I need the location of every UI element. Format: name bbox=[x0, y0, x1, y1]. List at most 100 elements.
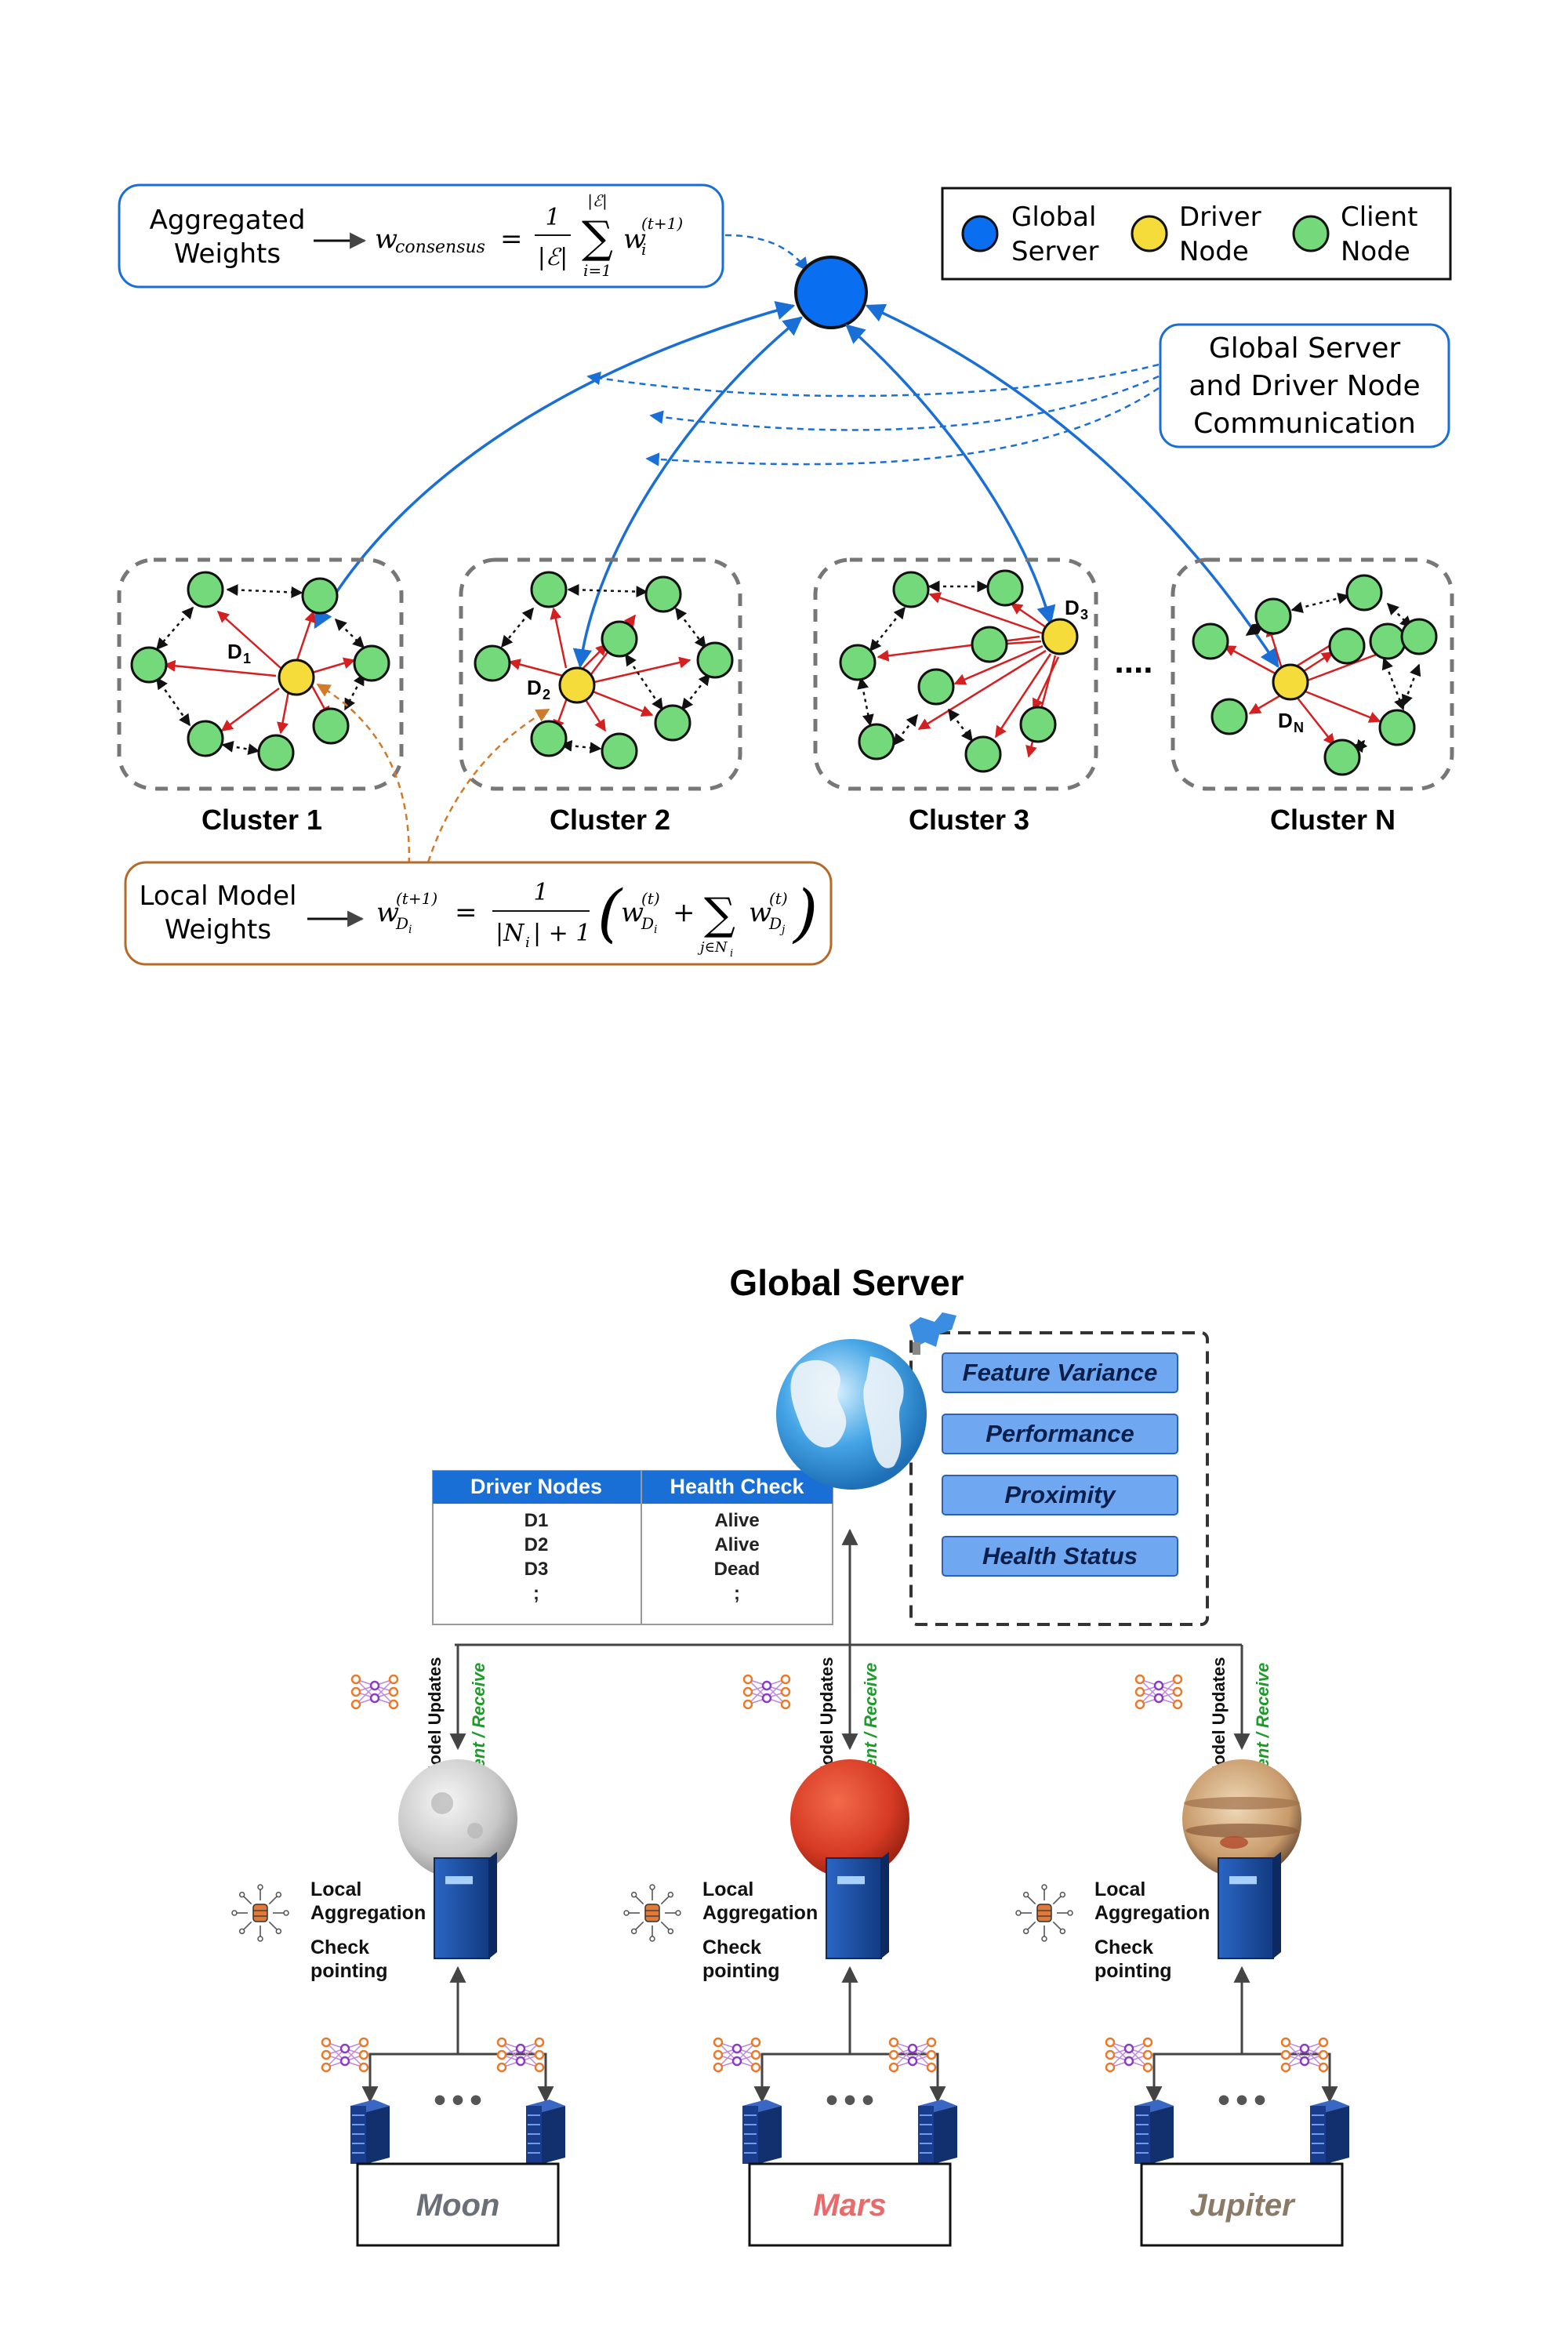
cluster-name: Jupiter bbox=[1189, 2188, 1296, 2223]
local-equals: = bbox=[455, 897, 477, 928]
table-cell-health: Dead bbox=[714, 1559, 760, 1580]
local-close-paren: ) bbox=[792, 877, 818, 949]
term-w: w bbox=[623, 223, 646, 255]
local-lhs: w bbox=[376, 897, 399, 928]
criteria-list: Feature VariancePerformanceProximityHeal… bbox=[942, 1352, 1178, 1577]
table-header-health: Health Check bbox=[670, 1475, 804, 1498]
check-label: Check bbox=[1094, 1936, 1153, 1958]
local-sum-lower-sub: i bbox=[730, 948, 733, 960]
cluster-1-driver: D bbox=[227, 640, 242, 663]
local-label: Local bbox=[1094, 1878, 1145, 1900]
comm-line-3: Communication bbox=[1193, 408, 1416, 440]
local-frac-den: |N bbox=[495, 920, 525, 947]
aggregated-label-1: Aggregated bbox=[150, 205, 306, 236]
check-label: Check bbox=[702, 1936, 761, 1958]
table-header-drivers: Driver Nodes bbox=[470, 1475, 602, 1498]
table-cell-health: Alive bbox=[714, 1510, 759, 1531]
criterion-box bbox=[942, 1536, 1178, 1577]
cluster-n: D N Cluster N bbox=[1171, 557, 1454, 836]
criterion-box bbox=[942, 1475, 1178, 1515]
comm-line-2: and Driver Node bbox=[1189, 370, 1420, 402]
criterion-label: Feature Variance bbox=[963, 1359, 1158, 1386]
cluster-name: Moon bbox=[416, 2188, 500, 2223]
cluster-3-driver-sub: 3 bbox=[1080, 607, 1088, 622]
cluster-1: D 1 Cluster 1 bbox=[117, 557, 404, 836]
cluster-2-driver: D bbox=[527, 676, 542, 699]
aggregation-label: Aggregation bbox=[310, 1902, 426, 1924]
driver-node-3 bbox=[1041, 618, 1079, 655]
global-server-node bbox=[794, 256, 868, 329]
planet-cluster-mars: Model Updates Sent / ReceiveLocalAggregat… bbox=[623, 1645, 957, 2247]
criterion-label: Proximity bbox=[1004, 1481, 1116, 1508]
criterion-label: Health Status bbox=[982, 1542, 1138, 1570]
local-frac-den-sub: i bbox=[525, 935, 530, 951]
server-driver-links bbox=[314, 301, 1279, 669]
local-plus: + bbox=[673, 897, 695, 928]
local-label-2: Weights bbox=[165, 914, 271, 946]
cluster-3: D 3 Cluster 3 bbox=[813, 557, 1098, 836]
local-frac-den-tail: | + 1 bbox=[533, 920, 590, 947]
legend-client-marker bbox=[1292, 215, 1330, 252]
local-sum-lower: j∈N bbox=[697, 939, 728, 956]
cluster-2-label: Cluster 2 bbox=[550, 804, 670, 836]
sum-symbol: ∑ bbox=[582, 212, 613, 263]
legend-driver-2: Node bbox=[1179, 236, 1249, 267]
planet-icon bbox=[1182, 1759, 1301, 1878]
aggregation-label: Aggregation bbox=[702, 1902, 818, 1924]
legend-client-1: Client bbox=[1341, 201, 1417, 233]
cluster-3-label: Cluster 3 bbox=[909, 804, 1029, 836]
consensus-w: w bbox=[375, 223, 397, 255]
table-cell-driver: D3 bbox=[524, 1559, 549, 1580]
pointing-label: pointing bbox=[1094, 1960, 1172, 1982]
sum-upper: |ℰ| bbox=[587, 191, 608, 211]
local-t1: w bbox=[621, 897, 644, 928]
consensus-frac-den: |ℰ| bbox=[538, 244, 568, 271]
local-t1-sub: D bbox=[641, 914, 654, 933]
pointing-label: pointing bbox=[310, 1960, 388, 1982]
sum-lower: i=1 bbox=[583, 261, 612, 280]
table-cell-health: Alive bbox=[714, 1534, 759, 1555]
cluster-name-box bbox=[748, 2162, 952, 2247]
aggregation-label: Aggregation bbox=[1094, 1902, 1210, 1924]
local-t2: w bbox=[749, 897, 771, 928]
local-label: Local bbox=[310, 1878, 361, 1900]
table-cell-driver: D2 bbox=[524, 1534, 549, 1555]
server-bus bbox=[455, 1528, 1242, 1646]
table-cell-health: ; bbox=[734, 1583, 740, 1604]
more-servers-ellipsis: ••• bbox=[430, 2085, 485, 2118]
driver-node-2 bbox=[558, 666, 596, 704]
cluster-name-box bbox=[1140, 2162, 1344, 2247]
local-t2-sub: D bbox=[768, 914, 782, 933]
local-t2-sup: (t) bbox=[769, 889, 788, 908]
driver-node-n bbox=[1272, 663, 1309, 701]
model-updates-label: Model Updates bbox=[817, 1657, 837, 1780]
term-sup: (t+1) bbox=[641, 214, 683, 233]
global-server-title: Global Server bbox=[729, 1262, 964, 1303]
local-lhs-subsub: i bbox=[408, 924, 412, 936]
model-updates-label: Model Updates bbox=[1209, 1657, 1229, 1780]
local-label: Local bbox=[702, 1878, 753, 1900]
legend-client-2: Node bbox=[1341, 236, 1410, 267]
criterion-box bbox=[942, 1352, 1178, 1393]
table-cell-driver: ; bbox=[533, 1583, 539, 1604]
cluster-ellipsis: .... bbox=[1115, 642, 1153, 681]
sent-receive-label: Sent / Receive bbox=[861, 1663, 880, 1780]
cluster-3-driver: D bbox=[1065, 596, 1080, 619]
cluster-1-label: Cluster 1 bbox=[201, 804, 322, 836]
consensus-equals: = bbox=[500, 223, 523, 255]
legend-global-marker bbox=[961, 215, 999, 252]
model-updates-label: Model Updates bbox=[425, 1657, 445, 1780]
legend-driver-1: Driver bbox=[1179, 201, 1261, 233]
planet-icon bbox=[790, 1759, 909, 1878]
more-servers-ellipsis: ••• bbox=[822, 2085, 877, 2118]
cluster-2: D 2 Cluster 2 bbox=[459, 557, 742, 836]
table-cell-driver: D1 bbox=[524, 1510, 549, 1531]
local-lhs-sup: (t+1) bbox=[396, 889, 437, 908]
cluster-n-driver: D bbox=[1278, 709, 1293, 732]
cluster-1-driver-sub: 1 bbox=[243, 651, 251, 666]
local-label-1: Local Model bbox=[139, 880, 296, 912]
cluster-2-driver-sub: 2 bbox=[543, 687, 550, 702]
local-t1-subsub: i bbox=[654, 924, 657, 936]
